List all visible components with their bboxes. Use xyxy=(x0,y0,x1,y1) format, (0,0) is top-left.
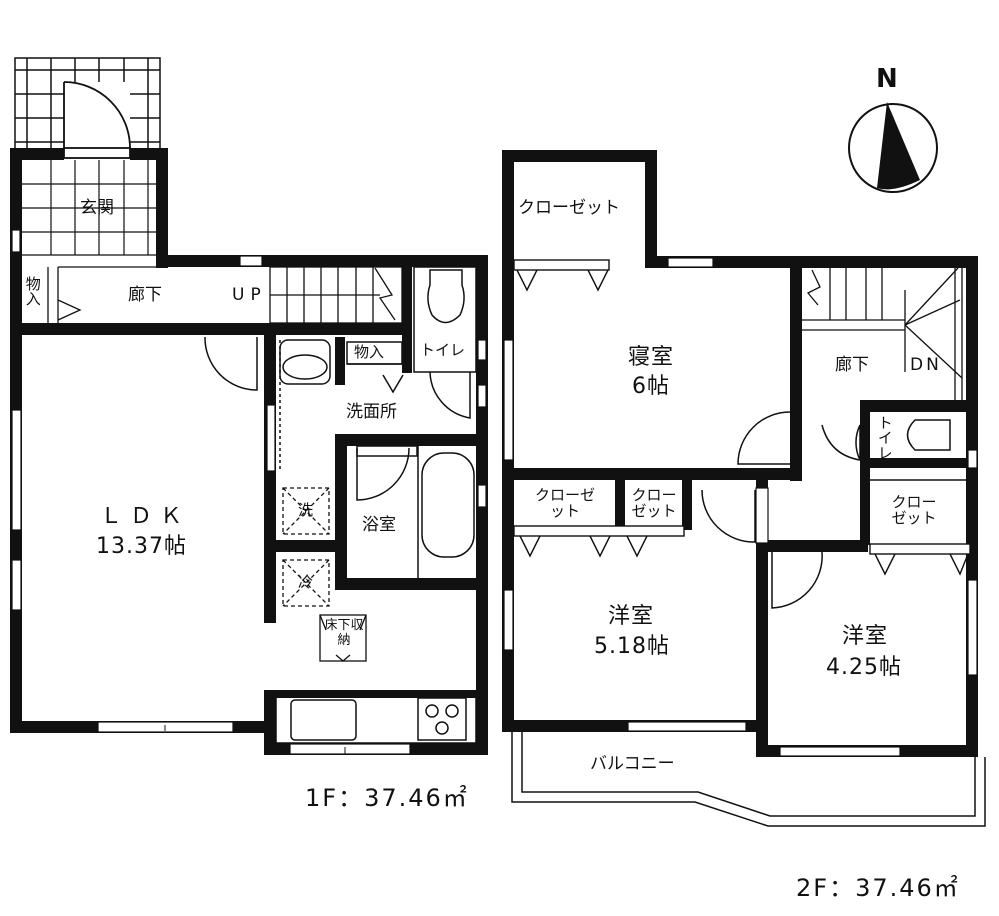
room-label-closet-b: クローゼット xyxy=(631,486,677,520)
floor1-windows xyxy=(11,255,487,755)
room-label-hallway-2f: 廊下 xyxy=(835,355,869,375)
balcony-outline xyxy=(511,732,986,827)
compass-rose xyxy=(848,102,938,193)
room-label-toilet-2f: トイレ xyxy=(875,415,894,460)
genkan-walls xyxy=(10,148,168,268)
washer-space-label: 洗 xyxy=(298,501,314,519)
entrance-door xyxy=(63,81,131,159)
toilet-2f xyxy=(821,419,951,461)
floor1-plan xyxy=(10,57,488,755)
underfloor-storage xyxy=(319,614,367,662)
room-size-western-room1: 5.18帖 xyxy=(594,634,670,659)
room-label-storage-wash: 物入 xyxy=(354,343,385,361)
appliance-spaces xyxy=(282,487,330,607)
genkan-tiles xyxy=(22,160,156,256)
western-room2-door xyxy=(771,551,823,609)
stairs-1f xyxy=(269,266,403,324)
compass-north-label: N xyxy=(876,64,898,94)
floor1-walls xyxy=(10,255,488,755)
stairs-down-label: DN xyxy=(910,355,942,375)
closet-doors xyxy=(513,479,971,576)
bedroom-door xyxy=(737,411,791,465)
closet-top xyxy=(513,259,610,292)
stairs-up-label: UP xyxy=(232,285,267,305)
room-label-closet-c: クローゼット xyxy=(891,493,937,527)
bathroom-fixtures xyxy=(356,445,475,578)
western-room1-door xyxy=(701,489,756,543)
floor1-area-label: 1F：37.46㎡ xyxy=(305,784,469,812)
ldk-door xyxy=(204,336,258,391)
room-label-bathroom: 浴室 xyxy=(362,515,396,535)
fridge-space-label: 冷 xyxy=(298,573,314,591)
storage-1f xyxy=(47,266,156,323)
room-size-bedroom: 6帖 xyxy=(632,374,670,399)
underfloor-storage-label: 床下収納 xyxy=(324,618,364,648)
room-label-western-room2: 洋室 xyxy=(842,624,889,649)
room-label-closet-a: クローゼット xyxy=(534,486,595,520)
toilet-1f xyxy=(413,266,477,419)
kitchen-counter xyxy=(275,692,477,744)
room-label-hallway-1f: 廊下 xyxy=(128,285,162,305)
room-label-ldk: ＬＤＫ xyxy=(100,504,191,529)
room-label-western-room1: 洋室 xyxy=(608,604,655,629)
room-label-toilet-1f: トイレ xyxy=(420,341,466,359)
room-size-western-room2: 4.25帖 xyxy=(826,655,902,680)
room-label-entrance: 玄関 xyxy=(80,198,114,218)
room-label-bedroom: 寝室 xyxy=(628,345,675,370)
room-label-storage-hall: 物入 xyxy=(23,276,42,306)
room-label-closet-top: クローゼット xyxy=(518,198,620,218)
room-label-balcony: バルコニー xyxy=(590,754,675,774)
washroom-fixtures xyxy=(279,339,404,470)
floor2-plan xyxy=(502,150,986,827)
stairs-2f xyxy=(802,267,963,400)
floor2-area-label: 2F：37.46㎡ xyxy=(796,874,960,902)
floor2-windows xyxy=(503,257,978,757)
room-size-ldk: 13.37帖 xyxy=(96,534,187,559)
room-label-washroom: 洗面所 xyxy=(346,402,397,422)
floor2-walls xyxy=(502,150,978,757)
